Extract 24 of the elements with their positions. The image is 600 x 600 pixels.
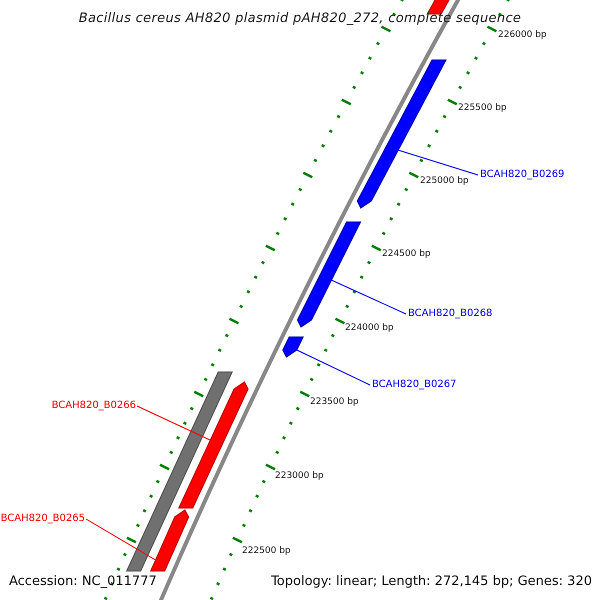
tick-label: 225000 bp bbox=[420, 175, 469, 187]
leader-line bbox=[330, 280, 406, 314]
gene-label: BCAH820_B0269 bbox=[480, 168, 564, 182]
tick-label: 226000 bp bbox=[498, 29, 547, 41]
tick-label: 223000 bp bbox=[275, 470, 324, 482]
gene-label: BCAH820_B0266 bbox=[52, 399, 136, 413]
leader-line bbox=[397, 150, 478, 176]
title: Bacillus cereus AH820 plasmid pAH820_272, complete sequence bbox=[78, 10, 522, 28]
tick-label: 223500 bp bbox=[310, 396, 359, 408]
tick-label: 224500 bp bbox=[382, 248, 431, 260]
leader-line bbox=[296, 350, 370, 386]
gene-feature bbox=[282, 336, 304, 358]
leader-line bbox=[136, 406, 211, 440]
accession-text: Accession: NC_011777 bbox=[8, 573, 158, 591]
gene-label: BCAH820_B0267 bbox=[372, 378, 456, 392]
gene-feature bbox=[150, 509, 190, 572]
tick-label: 224000 bp bbox=[345, 322, 394, 334]
leader-line bbox=[86, 518, 156, 560]
tick-label: 225500 bp bbox=[458, 102, 507, 114]
gene-label: BCAH820_B0265 bbox=[0, 512, 85, 526]
tick-label: 222500 bp bbox=[242, 545, 291, 557]
gene-feature bbox=[178, 381, 249, 508]
gene-label: BCAH820_B0268 bbox=[408, 307, 492, 321]
topology-text: Topology: linear; Length: 272,145 bp; Genes: 320 bbox=[271, 573, 592, 591]
